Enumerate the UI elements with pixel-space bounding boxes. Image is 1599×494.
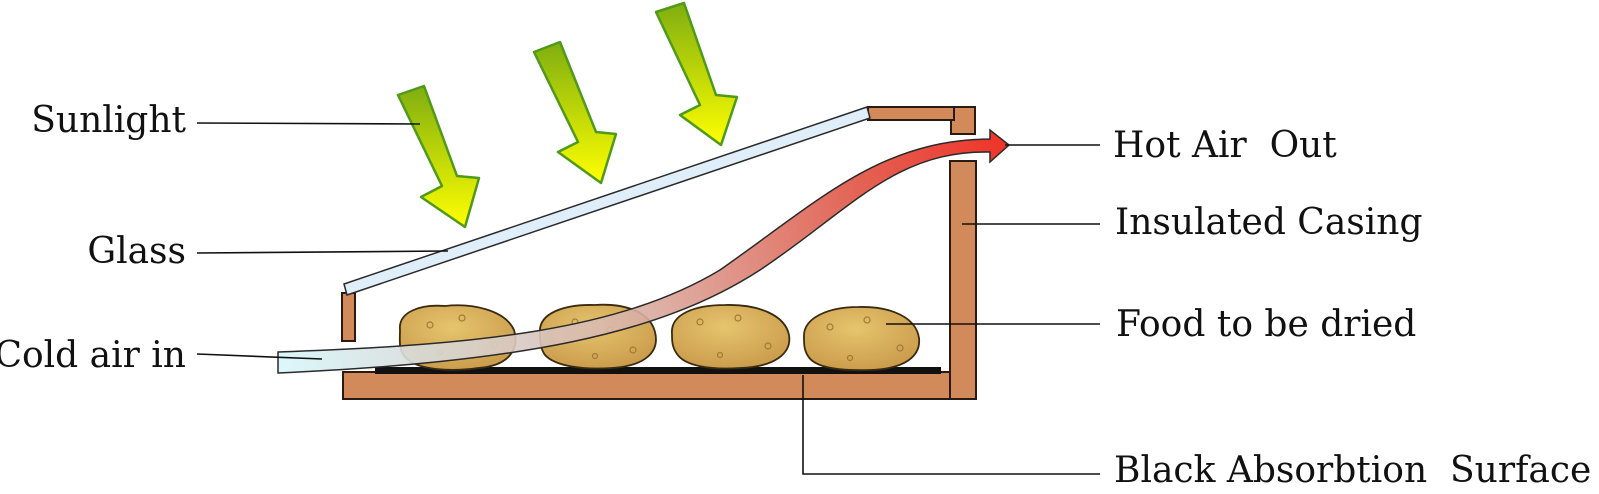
casing-left-post — [341, 292, 356, 342]
casing-top-cap — [867, 106, 955, 121]
food-label: Food to be dried — [1116, 304, 1416, 345]
potato-icon — [671, 304, 791, 370]
insulated-casing-label: Insulated Casing — [1115, 202, 1423, 243]
sunlight-label: Sunlight — [31, 100, 186, 141]
insulated-casing — [341, 106, 977, 400]
glass-cover — [343, 106, 871, 296]
leader-lines — [196, 122, 1100, 475]
glass-label: Glass — [87, 231, 186, 272]
sunlight-arrows — [396, 1, 739, 229]
potato-icon — [803, 306, 920, 372]
black-absorption-surface — [375, 367, 941, 374]
hot-air-out-label: Hot Air Out — [1113, 125, 1337, 166]
airflow-arrow-icon — [277, 128, 1011, 374]
black-absorption-surface-label: Black Absorbtion Surface — [1114, 450, 1591, 491]
cold-air-leader — [196, 353, 323, 360]
sunlight-arrow-icon — [532, 40, 618, 185]
glass-leader — [196, 250, 449, 254]
sunlight-arrow-icon — [654, 1, 739, 147]
cold-air-in-label: Cold air in — [0, 335, 186, 376]
sunlight-arrow-icon — [396, 84, 481, 229]
casing-right-wall — [949, 160, 977, 400]
absorber-leader — [802, 375, 1100, 475]
casing-base — [342, 371, 977, 400]
sunlight-leader — [196, 122, 421, 125]
